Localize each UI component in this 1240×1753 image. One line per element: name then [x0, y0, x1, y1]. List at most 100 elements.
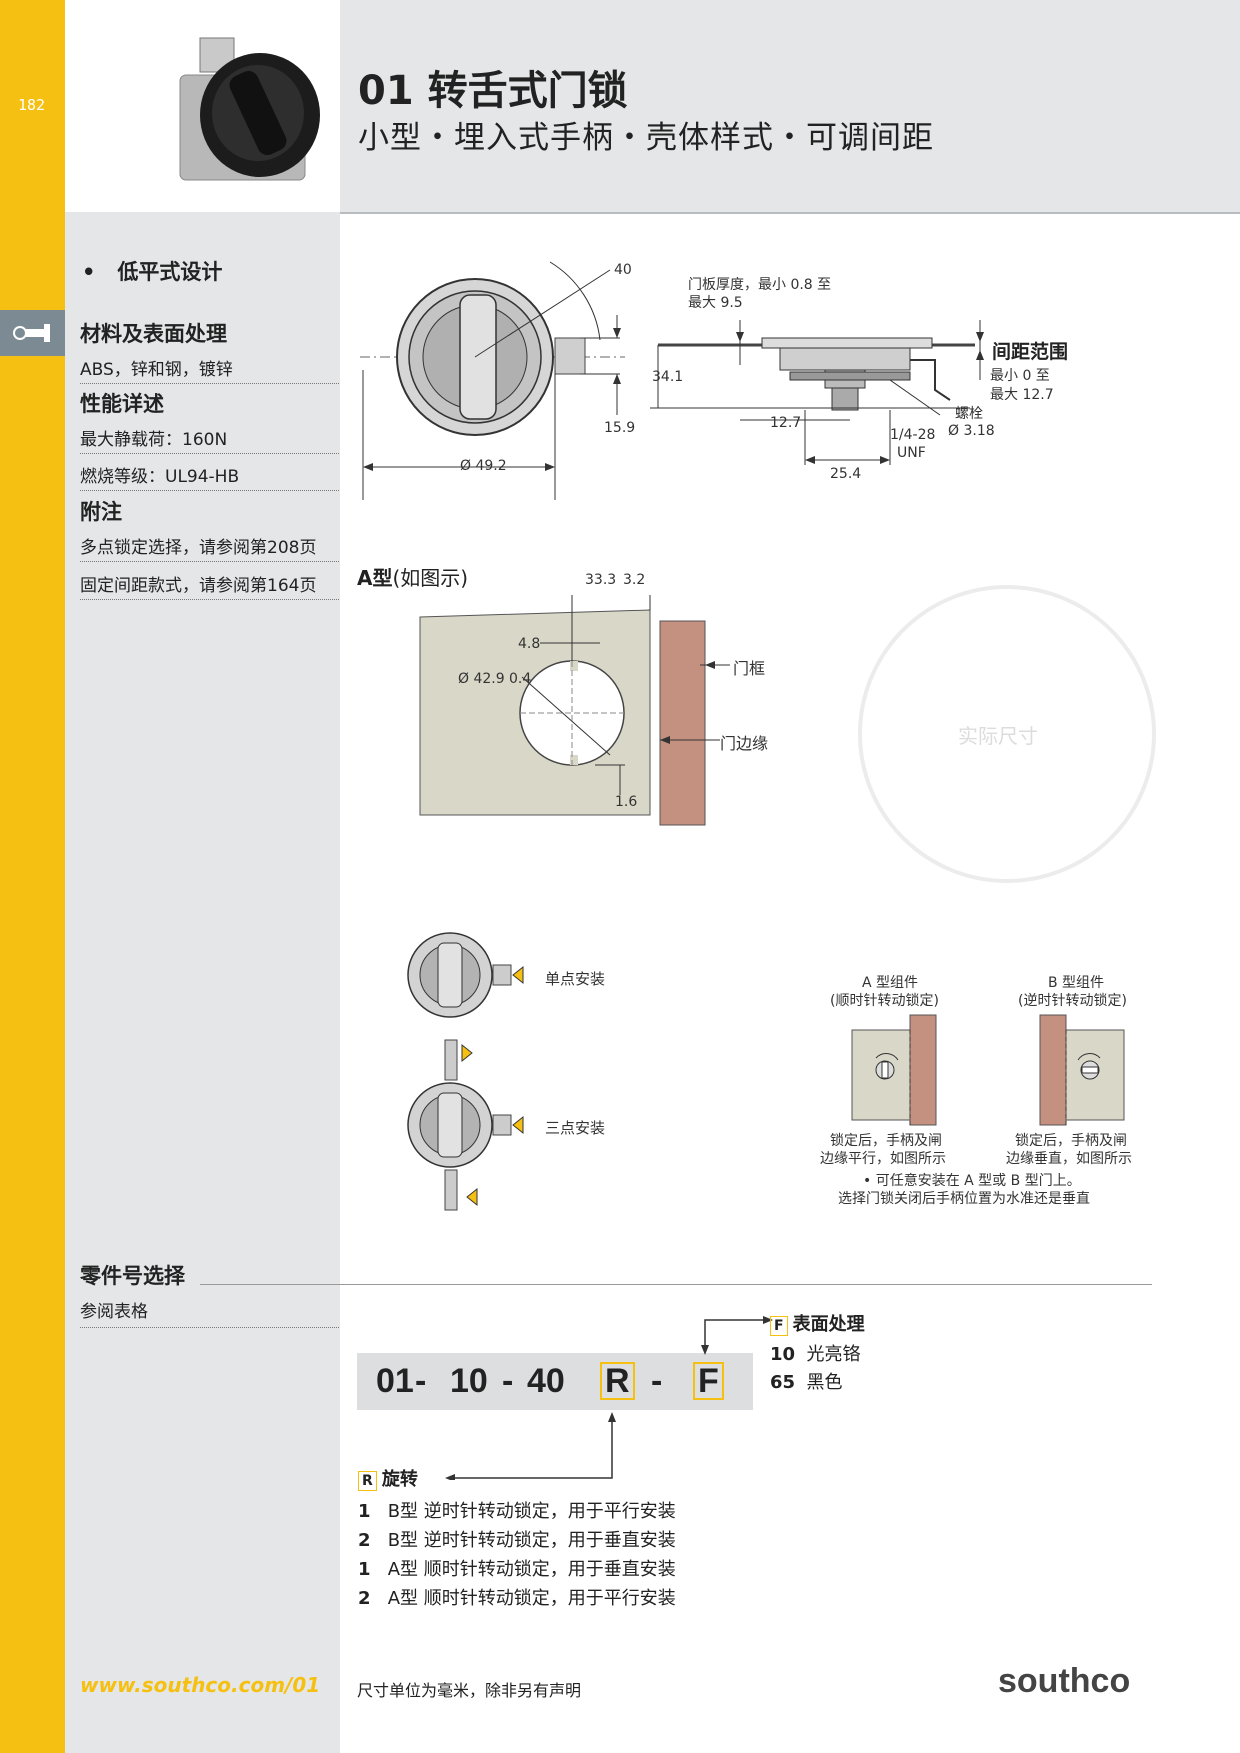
- dim-3-2: 3.2: [623, 572, 646, 588]
- flammability-text: 燃烧等级：UL94-HB: [80, 467, 240, 487]
- rotation-heading: 旋转: [381, 1469, 418, 1490]
- panel-thickness-1: 门板厚度，最小 0.8 至: [688, 277, 832, 293]
- section-tab: [0, 258, 65, 304]
- spacing-max: 最大 12.7: [990, 387, 1054, 403]
- divider: [80, 1327, 339, 1328]
- type-a-label: A型(如图示): [357, 562, 468, 591]
- feature-bullet: • 低平式设计: [82, 260, 223, 284]
- dim-33-3: 33.3: [585, 572, 617, 588]
- spacing-min: 最小 0 至: [990, 368, 1050, 384]
- pn-seg-r: R: [600, 1362, 635, 1401]
- rotation-label: B型 逆时针转动锁定，用于平行安装: [387, 1501, 676, 1522]
- performance-heading: 性能详述: [80, 392, 164, 416]
- thread-1: 1/4-28: [890, 427, 936, 443]
- finish-option: 65 黑色: [770, 1368, 865, 1394]
- type-a-assembly: A 型组件: [862, 975, 919, 991]
- dim-42-9: Ø 42.9: [458, 671, 505, 687]
- dim-40: 40: [614, 262, 632, 278]
- dim-4-8: 4.8: [518, 636, 541, 652]
- notes-heading: 附注: [80, 500, 122, 524]
- type-a-note-2: 边缘平行，如图所示: [820, 1151, 946, 1167]
- pn-seg-r-box: R: [600, 1362, 635, 1400]
- type-a-direction: (顺时针转动锁定): [830, 993, 939, 1009]
- part-number-rule: [200, 1284, 1152, 1285]
- dim-49-2: Ø 49.2: [460, 458, 507, 474]
- pn-arrows: [445, 1316, 773, 1480]
- rotation-label: A型 顺时针转动锁定，用于垂直安装: [387, 1559, 676, 1580]
- feature-text: 低平式设计: [117, 260, 223, 284]
- front-view-drawing: [360, 261, 625, 500]
- dim-12-7: 12.7: [770, 415, 802, 431]
- mounting-note-2: 选择门锁关闭后手柄位置为水准还是垂直: [838, 1191, 1090, 1207]
- rotation-label: B型 逆时针转动锁定，用于垂直安装: [387, 1530, 676, 1551]
- divider: [80, 599, 339, 600]
- spacing-heading: 间距范围: [992, 341, 1069, 363]
- rotation-label: A型 顺时针转动锁定，用于平行安装: [387, 1588, 676, 1609]
- type-b-note-1: 锁定后，手柄及闸: [1015, 1133, 1127, 1149]
- type-b-note-2: 边缘垂直，如图所示: [1006, 1151, 1132, 1167]
- note-2: 固定间距款式，请参阅第164页: [80, 576, 317, 596]
- divider: [80, 561, 339, 562]
- frame-label: 门框: [733, 659, 766, 678]
- rotation-code: 1: [358, 1559, 371, 1580]
- dim-0-4: 0.4: [509, 671, 532, 687]
- bolt-diameter: Ø 3.18: [948, 423, 995, 439]
- product-photo-area: [65, 0, 340, 212]
- edge-label: 门边缘: [720, 734, 769, 753]
- page-title: 01 转舌式门锁: [358, 68, 628, 114]
- finish-section: F 表面处理 10 光亮铬 65 黑色: [770, 1310, 865, 1394]
- actual-size-circle: [858, 585, 1156, 883]
- materials-heading: 材料及表面处理: [80, 322, 227, 346]
- divider: [80, 490, 339, 491]
- page-number: 182: [18, 96, 46, 114]
- single-mount-label: 单点安装: [545, 970, 606, 988]
- rotation-code: 2: [358, 1530, 371, 1551]
- assembly-drawing: [851, 1014, 1125, 1126]
- part-number-heading: 零件号选择: [80, 1264, 185, 1288]
- page-subtitle: 小型・埋入式手柄・壳体样式・可调间距: [358, 120, 934, 156]
- pn-dash-1: -: [415, 1362, 427, 1400]
- finish-code: 10: [770, 1344, 796, 1365]
- latch-icon-tab: [0, 310, 65, 356]
- note-1: 多点锁定选择，请参阅第208页: [80, 538, 317, 558]
- type-b-direction: (逆时针转动锁定): [1018, 993, 1127, 1009]
- mounting-drawing: [407, 932, 524, 1211]
- rotation-code: 1: [358, 1501, 371, 1522]
- thread-2: UNF: [897, 445, 926, 461]
- dim-25-4: 25.4: [830, 466, 862, 482]
- rotation-option: 1 A型 顺时针转动锁定，用于垂直安装: [358, 1555, 676, 1581]
- pn-seg-f: F: [693, 1362, 724, 1401]
- latch-icon: [13, 324, 50, 342]
- product-photo-icon: [179, 37, 320, 181]
- rotation-key: R: [358, 1471, 377, 1491]
- southco-logo: southco: [998, 1662, 1131, 1700]
- header-bar: [340, 0, 1240, 214]
- materials-text: ABS，锌和钢，镀锌: [80, 360, 233, 380]
- actual-size-label: 实际尺寸: [958, 724, 1038, 748]
- pn-dash-3: -: [651, 1362, 663, 1400]
- finish-label: 黑色: [806, 1372, 843, 1393]
- finish-option: 10 光亮铬: [770, 1340, 865, 1366]
- triple-mount-label: 三点安装: [545, 1119, 606, 1137]
- rotation-option: 2 A型 顺时针转动锁定，用于平行安装: [358, 1584, 676, 1610]
- cutout-drawing: [419, 595, 730, 826]
- type-a-rest: (如图示): [392, 566, 469, 590]
- finish-key: F: [770, 1316, 788, 1336]
- pn-seg-3: 40: [527, 1362, 565, 1400]
- finish-code: 65: [770, 1372, 796, 1393]
- type-a-note-1: 锁定后，手柄及闸: [830, 1133, 942, 1149]
- footer-url[interactable]: www.southco.com/01: [80, 1673, 321, 1697]
- type-a-bold: A型: [357, 566, 393, 590]
- footer-note: 尺寸单位为毫米，除非另有声明: [357, 1681, 582, 1700]
- divider: [80, 383, 339, 384]
- bolt-label: 螺栓: [955, 406, 983, 422]
- finish-heading: 表面处理: [792, 1314, 865, 1335]
- pn-seg-1: 01: [376, 1362, 414, 1400]
- dim-1-6: 1.6: [615, 794, 638, 810]
- pn-seg-2: 10: [450, 1362, 488, 1400]
- part-number-ref: 参阅表格: [80, 1302, 148, 1322]
- mounting-note-1: • 可任意安装在 A 型或 B 型门上。: [863, 1173, 1081, 1189]
- part-number-box: [357, 1353, 753, 1410]
- pn-seg-f-box: F: [693, 1362, 724, 1400]
- type-b-assembly: B 型组件: [1048, 975, 1105, 991]
